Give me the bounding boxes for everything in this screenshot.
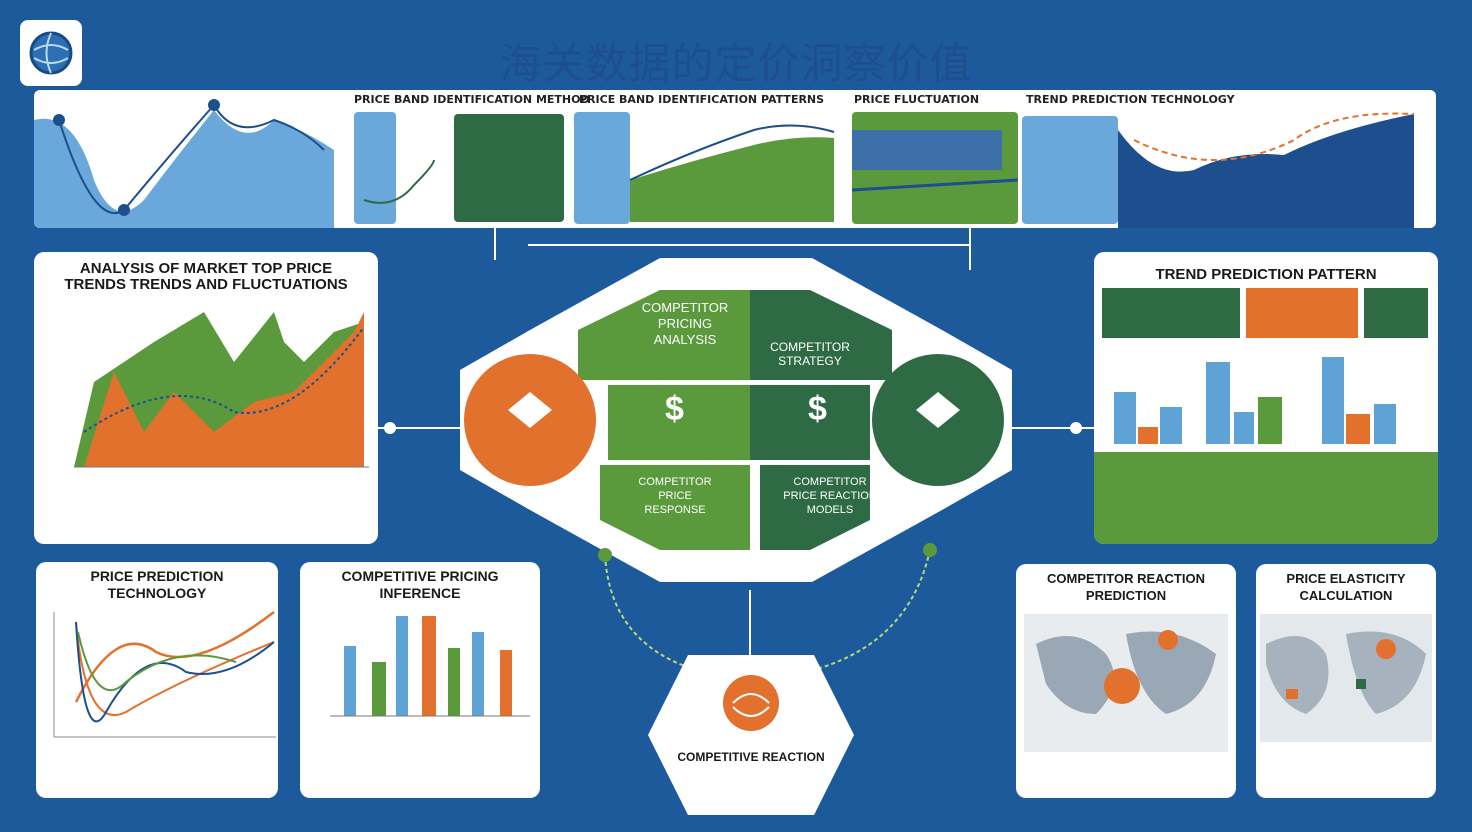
bottom-panel-4-map <box>1024 614 1228 752</box>
left-panel-title-2: TRENDS TRENDS AND FLUCTUATIONS <box>64 276 348 293</box>
right-panel: TREND PREDICTION PATTERN <box>1094 252 1438 544</box>
tag-icon-2 <box>916 392 960 428</box>
left-panel-title-1: ANALYSIS OF MARKET TOP PRICE <box>79 260 333 277</box>
top-header-1: PRICE BAND IDENTIFICATION METHOD <box>354 93 590 106</box>
bottom-panel-5: PRICE ELASTICITY CALCULATION <box>1256 564 1436 798</box>
competitive-reaction-hex <box>648 655 854 815</box>
bottom-panel-4: COMPETITOR REACTION PREDICTION <box>1016 564 1236 798</box>
bottom-panel-4-title: COMPETITOR REACTION PREDICTION <box>1047 571 1205 603</box>
page-title: 海关数据的定价洞察价值 <box>499 39 973 88</box>
top-header-2: PRICE BAND IDENTIFICATION PATTERNS <box>579 93 825 106</box>
bottom-panel-2: COMPETITIVE PRICING INFERENCE <box>300 562 540 798</box>
left-panel-chart <box>74 312 369 468</box>
center-top-right-label: COMPETITOR STRATEGY <box>770 340 850 368</box>
left-panel: ANALYSIS OF MARKET TOP PRICE TRENDS TREN… <box>34 252 378 544</box>
center-dollar-left: $ <box>665 390 684 428</box>
tag-icon <box>508 392 552 428</box>
right-panel-chart <box>1094 288 1438 544</box>
bottom-panel-2-chart <box>330 616 530 717</box>
top-band: PRICE BAND IDENTIFICATION METHOD PRICE B… <box>34 90 1436 228</box>
top-band-graphics <box>34 99 1415 228</box>
bottom-panel-1-title: PRICE PREDICTION TECHNOLOGY <box>90 568 224 601</box>
map-pin-icon <box>1104 668 1140 704</box>
top-header-4: TREND PREDICTION TECHNOLOGY <box>1026 93 1235 106</box>
bottom-panel-5-map <box>1260 614 1432 742</box>
center-bottom-right-label: COMPETITOR PRICE REACTION MODELS <box>783 476 877 516</box>
right-panel-title: TREND PREDICTION PATTERN <box>1155 266 1377 283</box>
brain-icon <box>723 675 779 731</box>
center-bottom-left-label: COMPETITOR PRICE RESPONSE <box>638 476 712 516</box>
center-hub <box>460 258 1012 582</box>
top-header-3: PRICE FLUCTUATION <box>854 93 980 106</box>
bottom-panel-5-title: PRICE ELASTICITY CALCULATION <box>1286 571 1406 603</box>
logo-tile <box>20 20 82 86</box>
bottom-panel-1-chart <box>53 611 276 738</box>
bottom-panel-2-title: COMPETITIVE PRICING INFERENCE <box>341 568 499 601</box>
center-dollar-right: $ <box>808 390 827 428</box>
globe-icon <box>29 31 73 75</box>
competitive-reaction-title: COMPETITIVE REACTION <box>677 750 825 764</box>
center-top-left-label: COMPETITOR PRICING ANALYSIS <box>641 300 729 347</box>
bottom-panel-1: PRICE PREDICTION TECHNOLOGY <box>36 562 278 798</box>
